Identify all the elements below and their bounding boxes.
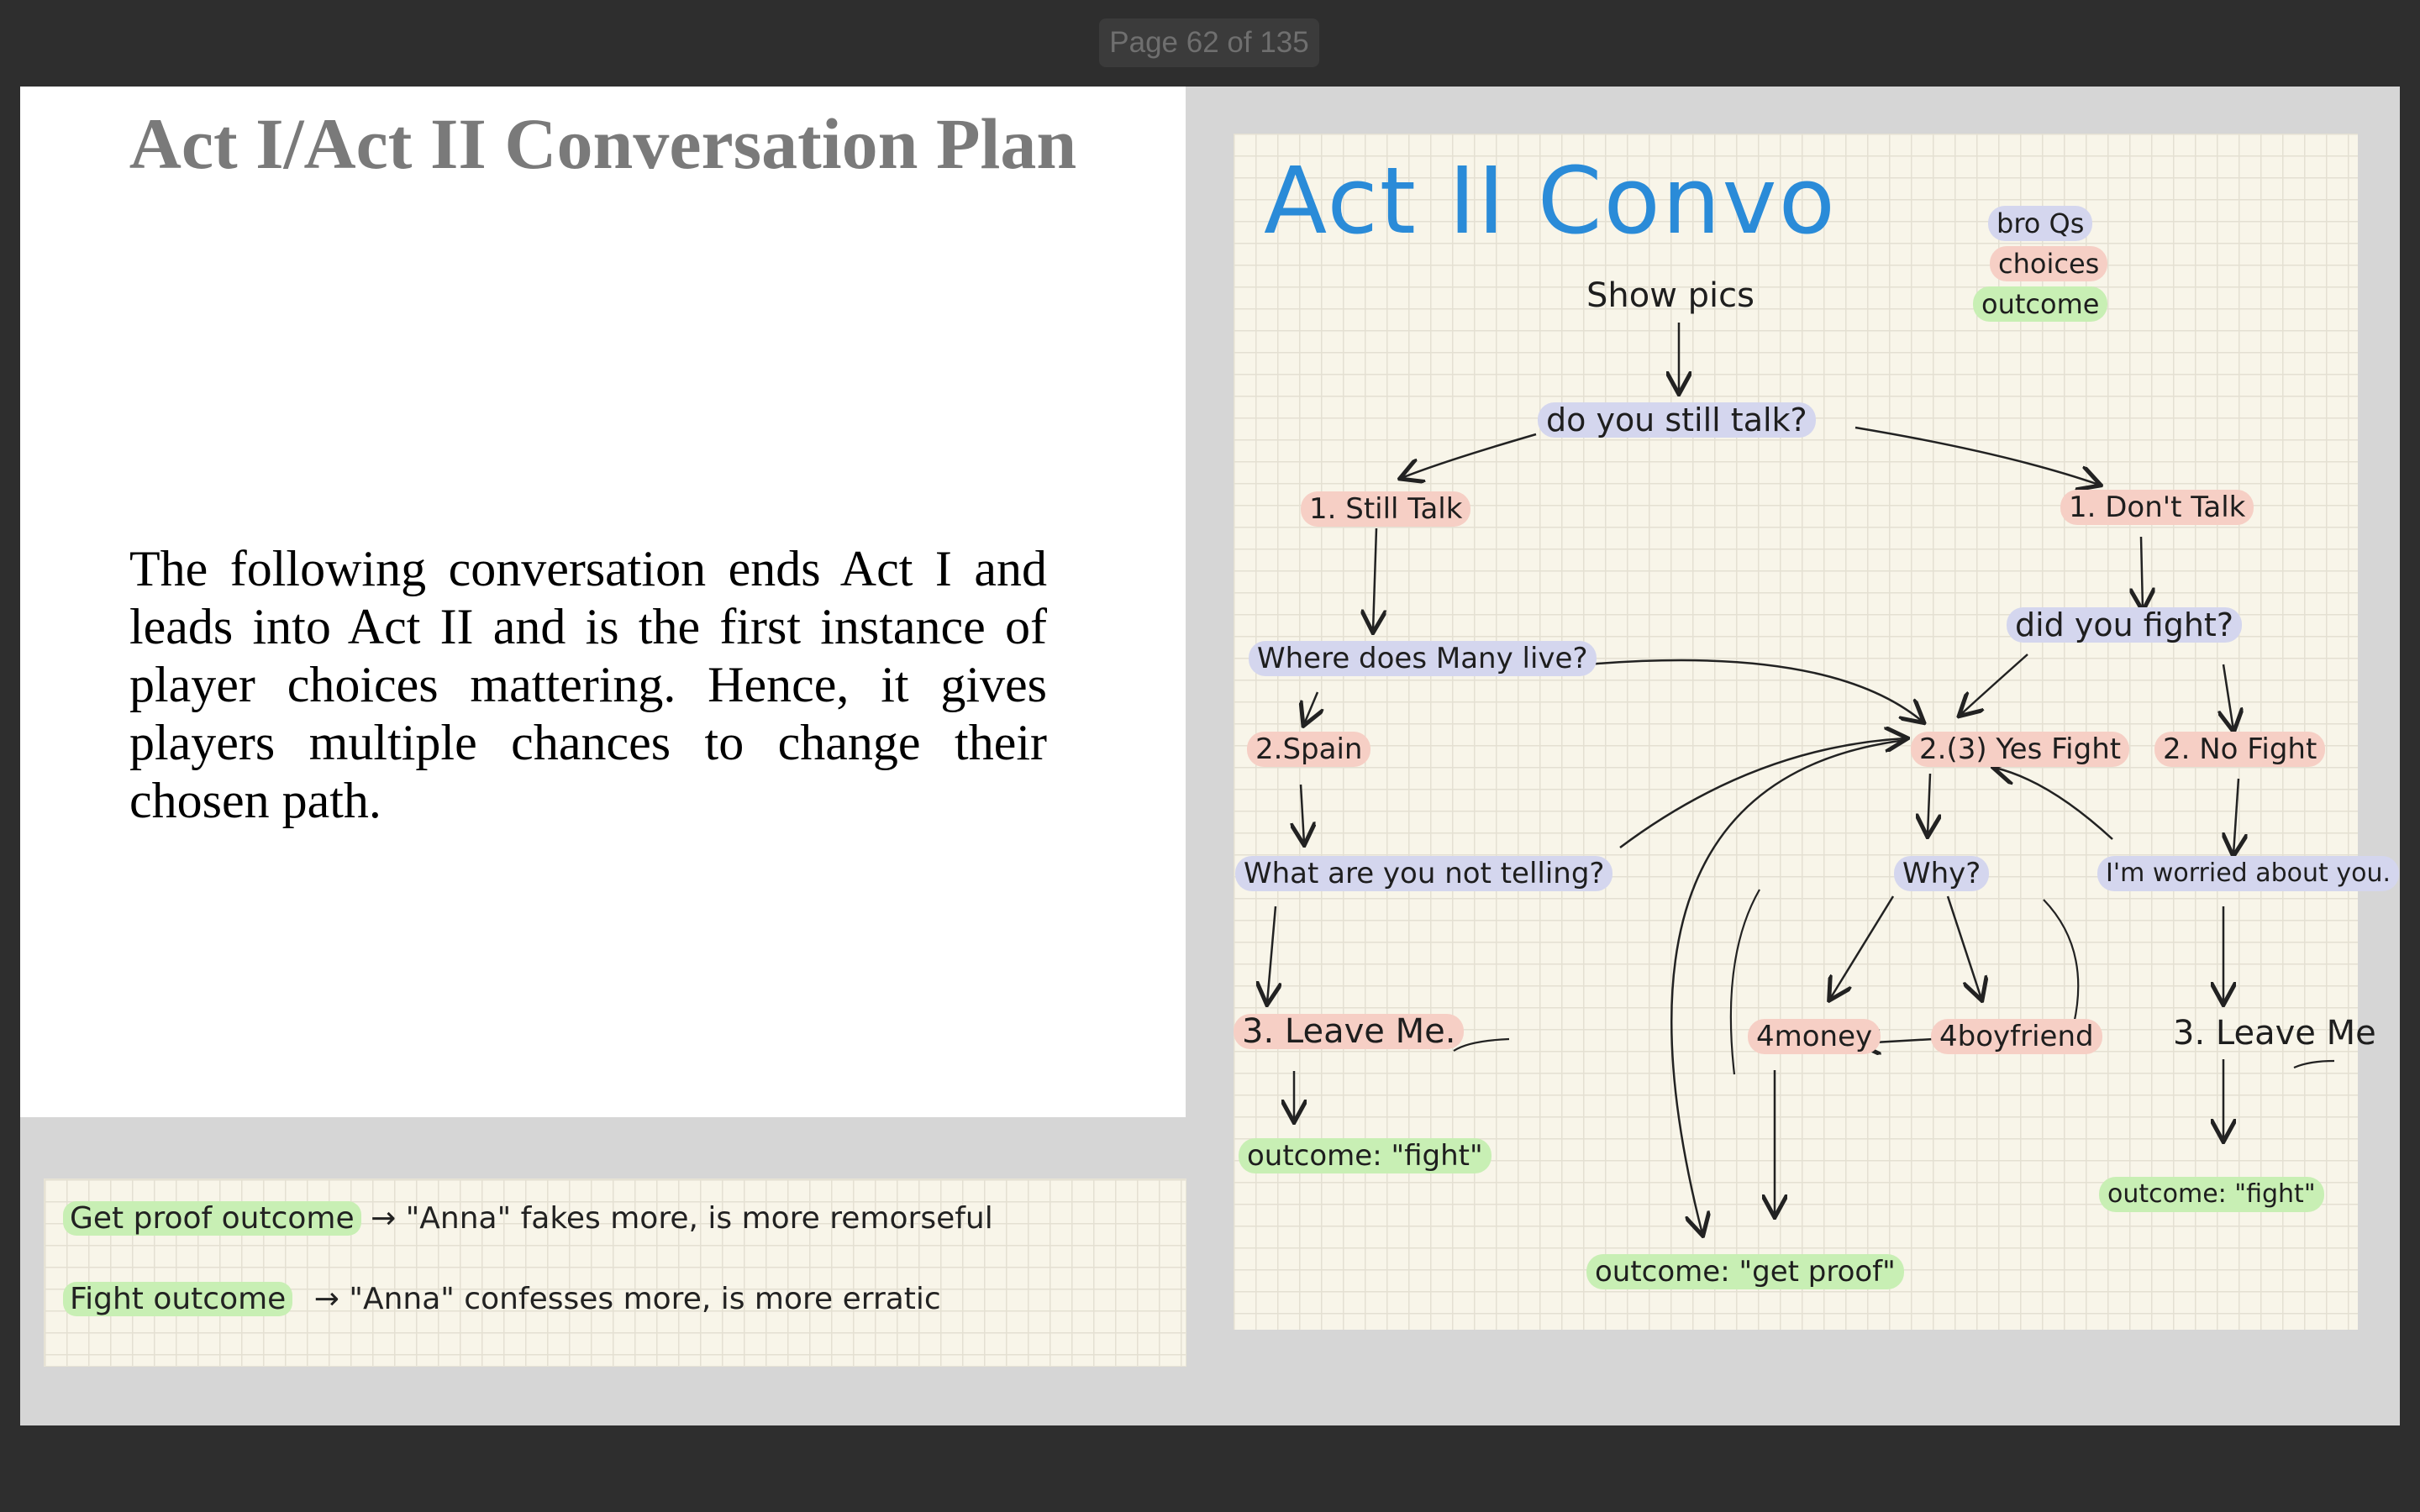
- slide-title: Act I/Act II Conversation Plan: [129, 103, 1077, 184]
- node-no-fight: 2. No Fight: [2154, 732, 2326, 767]
- conversation-flowchart: Act II Convo bro Qs choices outcome Show…: [1234, 134, 2400, 1330]
- note-text: "Anna" fakes more, is more remorseful: [405, 1201, 993, 1236]
- note-text: "Anna" confesses more, is more erratic: [349, 1282, 941, 1316]
- node-outcome-fight-left: outcome: "fight": [1239, 1138, 1491, 1173]
- slide-body-text: The following conversation ends Act I an…: [129, 541, 1047, 828]
- arrow-why-to-boyfriend: [1946, 895, 1981, 999]
- arrow-still-to-where: [1373, 528, 1376, 631]
- loop-right-stroke: [2043, 899, 2080, 1025]
- node-leave-me-left: 3. Leave Me.: [1234, 1014, 1465, 1049]
- slide: Act I/Act II Conversation Plan The follo…: [20, 87, 2400, 1425]
- tick-leave-left: [1453, 1037, 1510, 1052]
- legend-outcome: outcome: [1973, 286, 2108, 322]
- arrow-where-to-yes: [1544, 659, 1923, 722]
- arrow-what-to-yes: [1619, 738, 1906, 849]
- arrow-yes-to-get-proof: [1670, 738, 1907, 1234]
- diagram-title: Act II Convo: [1264, 147, 1837, 255]
- note-fight: Fight outcome → "Anna" confesses more, i…: [63, 1282, 941, 1316]
- arrow-fight-to-no: [2223, 664, 2233, 730]
- arrow-icon: →: [313, 1282, 339, 1316]
- arrow-icon: →: [371, 1201, 397, 1236]
- node-outcome-fight-right: outcome: "fight": [2099, 1177, 2324, 1212]
- arrow-no-to-worried: [2233, 778, 2238, 854]
- outcome-notes-panel: Get proof outcome → "Anna" fakes more, i…: [44, 1179, 1186, 1367]
- note-label: Fight outcome: [63, 1282, 293, 1316]
- page-indicator: Page 62 of 135: [1099, 18, 1319, 67]
- node-show-pics: Show pics: [1586, 276, 1754, 315]
- loop-left-stroke: [1729, 889, 1760, 1075]
- node-dont-talk: 1. Don't Talk: [2060, 490, 2254, 525]
- slide-text-panel: Act I/Act II Conversation Plan The follo…: [20, 87, 1186, 1117]
- legend-questions: bro Qs: [1988, 206, 2093, 241]
- node-what-not-telling: What are you not telling?: [1235, 856, 1613, 891]
- arrow-dont-to-fight: [2141, 536, 2143, 609]
- legend-choices: choices: [1990, 246, 2108, 281]
- node-leave-me-right: 3. Leave Me: [2173, 1014, 2376, 1053]
- node-where-does-many-live: Where does Many live?: [1249, 641, 1597, 676]
- flowchart-arrows: [1234, 323, 2335, 1330]
- node-money: 4money: [1748, 1019, 1881, 1054]
- node-still-talk: 1. Still Talk: [1301, 491, 1471, 527]
- arrow-why-to-money: [1830, 895, 1895, 999]
- tick-leave-right: [2293, 1059, 2335, 1069]
- arrow-to-dont-talk: [1854, 426, 2099, 485]
- node-do-you-still-talk: do you still talk?: [1538, 402, 1816, 438]
- note-label: Get proof outcome: [63, 1201, 361, 1236]
- node-spain: 2.Spain: [1247, 732, 1371, 767]
- node-why: Why?: [1894, 856, 1990, 891]
- note-get-proof: Get proof outcome → "Anna" fakes more, i…: [63, 1201, 993, 1236]
- arrow-yes-to-why: [1928, 773, 1930, 835]
- arrow-worried-to-yes: [1995, 768, 2113, 840]
- node-yes-fight: 2.(3) Yes Fight: [1911, 732, 2130, 767]
- node-did-you-fight: did you fight?: [2007, 607, 2242, 643]
- arrow-spain-to-what: [1301, 784, 1304, 843]
- node-boyfriend: 4boyfriend: [1931, 1019, 2102, 1054]
- arrow-what-to-leave: [1267, 906, 1276, 1003]
- arrow-where-to-spain: [1304, 691, 1318, 724]
- node-worried: I'm worried about you.: [2097, 856, 2400, 891]
- arrow-fight-to-yes: [1960, 654, 2028, 715]
- node-outcome-get-proof: outcome: "get proof": [1586, 1254, 1904, 1289]
- arrow-to-still-talk: [1402, 433, 1537, 478]
